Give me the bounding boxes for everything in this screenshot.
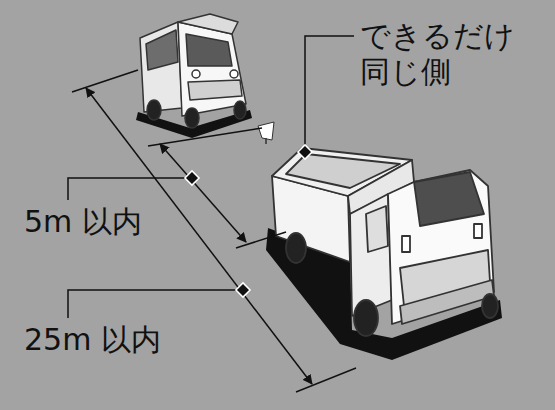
sign-pole <box>265 138 267 144</box>
leader-lines <box>68 36 354 318</box>
sign <box>258 122 274 140</box>
kei-car <box>140 14 246 128</box>
callout-label: 5m 以内 <box>24 204 194 240</box>
dimension-5m <box>148 128 286 248</box>
truck <box>272 148 498 336</box>
callout-label: できるだけ 同じ側 <box>360 18 520 90</box>
leader-dots <box>185 145 312 297</box>
callout-label: 25m 以内 <box>24 322 214 358</box>
